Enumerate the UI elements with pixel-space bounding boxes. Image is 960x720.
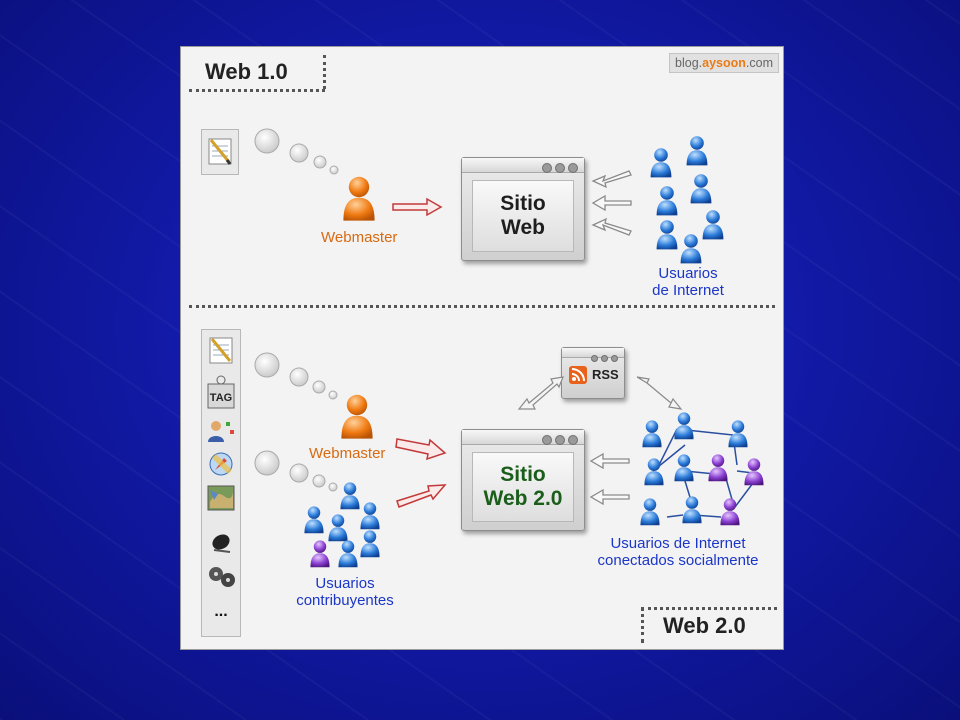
web2-tools-panel: TAG [201,329,241,637]
web-comparison-diagram: Web 1.0 blog.aysoon.com [180,46,784,650]
rss-label: RSS [592,367,619,382]
web1-site-line1: Sitio [500,192,546,215]
web1-users-group [650,136,724,264]
web2-title: Web 2.0 [663,613,746,638]
contributor-users-group [304,482,380,568]
web2-site-line1: Sitio [500,463,546,486]
rss-site-arrow [517,376,564,410]
film-reel-icon [209,567,235,587]
web2-input-arrows [395,438,447,508]
section-divider [189,305,775,308]
social-network-graph [640,412,764,526]
mouse-icon [212,534,231,553]
rss-icon [569,366,587,384]
web2-webmaster-icon [341,394,373,439]
web1-user-arrows [591,170,632,236]
web1-thought-bubbles [254,128,339,175]
map-icon [207,485,235,511]
notepad-pencil-icon [208,138,232,165]
web1-title-divider [323,55,326,89]
tag-icon: TAG [207,375,235,409]
rss-feed-window: RSS [561,347,625,399]
compass-icon [209,452,233,476]
web2-site-line2: Web 2.0 [483,487,563,510]
svg-text:TAG: TAG [210,392,232,404]
webmaster-icon [343,176,375,221]
rss-network-arrow [636,376,683,410]
more-tools-label: ... [214,603,227,620]
web1-site-line2: Web [501,216,545,239]
web1-tools-panel [201,129,239,175]
web1-webmaster-arrow [392,197,443,217]
web2-webmaster-label: Webmaster [309,445,386,462]
web1-title: Web 1.0 [205,59,288,84]
blog-watermark: blog.aysoon.com [669,53,779,73]
web2-thought-bubbles [254,352,338,492]
web2-title-overline [641,607,777,610]
web1-webmaster-label: Webmaster [321,229,398,246]
social-profile-icon [208,421,234,442]
web2-title-divider [641,607,644,643]
notepad-pencil-icon [209,337,233,364]
web2-user-arrows [589,452,630,506]
web1-title-underline [189,89,325,92]
